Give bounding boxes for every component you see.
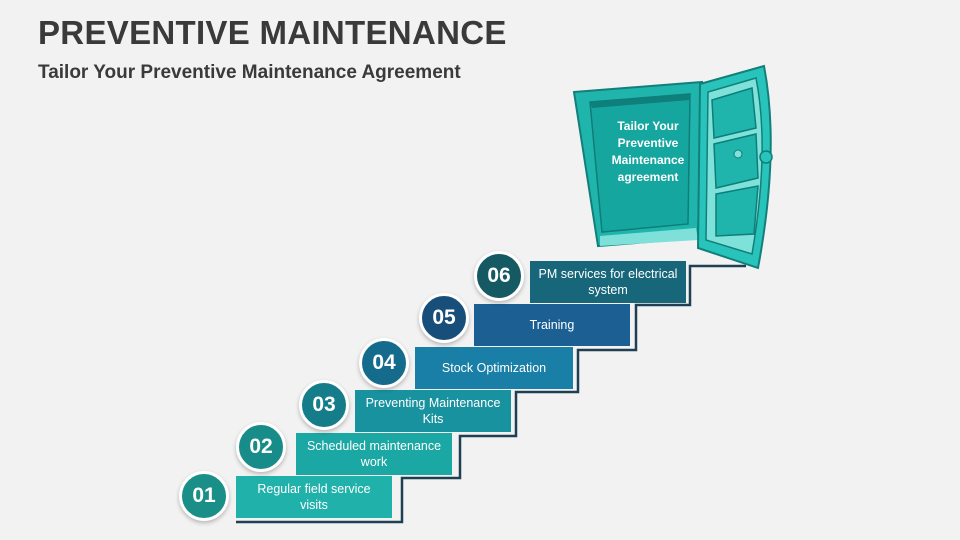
step-04-number: 04: [359, 338, 409, 388]
step-06-label: PM services for electrical system: [530, 261, 686, 303]
door-illustration: [572, 64, 773, 270]
step-03-label: Preventing Maintenance Kits: [355, 390, 511, 432]
page-subtitle: Tailor Your Preventive Maintenance Agree…: [38, 62, 461, 83]
step-02-number: 02: [236, 422, 286, 472]
step-03-number: 03: [299, 380, 349, 430]
door-knob: [759, 150, 773, 164]
staircase-outline: [236, 264, 746, 524]
step-06-number: 06: [474, 251, 524, 301]
step-01-number: 01: [179, 471, 229, 521]
step-05-number: 05: [419, 293, 469, 343]
step-02-label: Scheduled maintenance work: [296, 433, 452, 475]
step-01-label: Regular field service visits: [236, 476, 392, 518]
step-04-label: Stock Optimization: [415, 347, 573, 389]
door-text: Tailor Your Preventive Maintenance agree…: [611, 119, 685, 184]
page-title: PREVENTIVE MAINTENANCE: [38, 14, 507, 51]
step-05-label: Training: [474, 304, 630, 346]
